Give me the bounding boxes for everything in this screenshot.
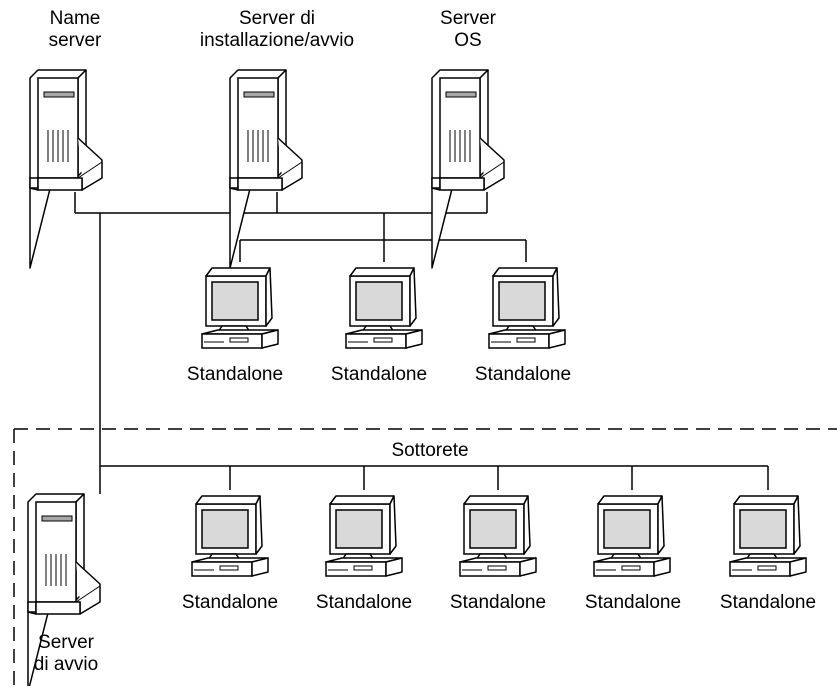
standalone-workstation-icon bbox=[345, 267, 423, 349]
standalone-workstation-icon bbox=[459, 495, 537, 577]
standalone-workstation-icon bbox=[191, 495, 269, 577]
subnet-workstation-label-text: Standalone bbox=[719, 592, 817, 613]
subnet-workstation-label-text: Standalone bbox=[584, 592, 682, 613]
subnet-links bbox=[99, 465, 769, 494]
os-server-label: Server OS bbox=[418, 8, 518, 52]
boot-server-label: Server di avvio bbox=[16, 632, 116, 676]
upper-workstation-label-text: Standalone bbox=[186, 364, 284, 385]
subnet-boundary bbox=[13, 428, 837, 686]
upper-workstation-label: Standalone bbox=[458, 364, 588, 386]
name-server-label-line1: Name bbox=[49, 8, 101, 29]
install-boot-server-label-line1: Server di bbox=[238, 8, 316, 29]
subnet-workstation-label: Standalone bbox=[703, 592, 833, 614]
subnet-workstation-label-text: Standalone bbox=[315, 592, 413, 613]
subnet-workstation-label: Standalone bbox=[299, 592, 429, 614]
upper-workstation-label-text: Standalone bbox=[474, 364, 572, 385]
os-server-label-line1: Server bbox=[440, 8, 496, 29]
top-network-links bbox=[74, 192, 527, 466]
subnet-workstation-label-text: Standalone bbox=[449, 592, 547, 613]
standalone-workstation-icon bbox=[729, 495, 807, 577]
subnet-label: Sottorete bbox=[360, 440, 500, 462]
standalone-workstation-icon bbox=[325, 495, 403, 577]
name-server-icon bbox=[29, 69, 103, 269]
os-server-icon bbox=[431, 69, 505, 269]
standalone-workstation-icon bbox=[201, 267, 279, 349]
subnet-label-text: Sottorete bbox=[391, 440, 469, 461]
upper-workstation-label: Standalone bbox=[170, 364, 300, 386]
boot-server-label-line2: di avvio bbox=[33, 654, 99, 675]
subnet-workstation-label: Standalone bbox=[433, 592, 563, 614]
boot-server-label-line1: Server bbox=[38, 632, 94, 653]
subnet-workstation-label-text: Standalone bbox=[181, 592, 279, 613]
name-server-label-line2: server bbox=[48, 30, 102, 51]
install-boot-server-label: Server di installazione/avvio bbox=[162, 8, 392, 52]
upper-workstation-label: Standalone bbox=[314, 364, 444, 386]
standalone-workstation-icon bbox=[593, 495, 671, 577]
upper-workstation-label-text: Standalone bbox=[330, 364, 428, 385]
os-server-label-line2: OS bbox=[454, 30, 482, 51]
subnet-workstation-label: Standalone bbox=[165, 592, 295, 614]
standalone-workstation-icon bbox=[488, 267, 566, 349]
install-boot-server-label-line2: installazione/avvio bbox=[199, 30, 355, 51]
name-server-label: Name server bbox=[20, 8, 130, 52]
install-boot-server-icon bbox=[229, 69, 303, 269]
subnet-workstation-label: Standalone bbox=[568, 592, 698, 614]
